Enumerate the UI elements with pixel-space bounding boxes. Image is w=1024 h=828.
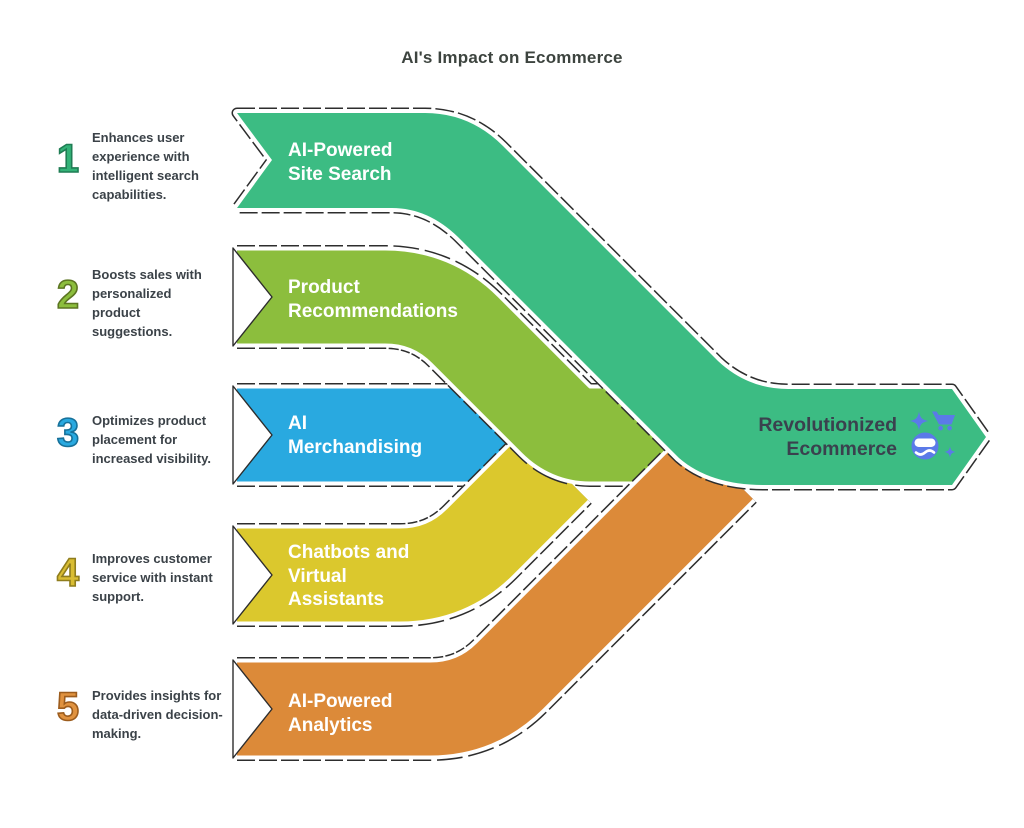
step-3-number: 3 bbox=[56, 411, 80, 455]
ribbon-1-label: AI-Powered Site Search bbox=[288, 140, 393, 185]
ribbon-chatbots bbox=[232, 430, 592, 627]
ribbon-4-tail-notch bbox=[232, 525, 273, 625]
ribbon-2-label: Product Recommendations bbox=[288, 277, 458, 322]
ribbon-analytics bbox=[232, 429, 757, 761]
ribbon-5-tail-notch bbox=[232, 659, 273, 759]
step-1-description: Enhances user experience with intelligen… bbox=[92, 130, 199, 202]
step-4-description: Improves customer service with instant s… bbox=[92, 551, 213, 604]
ribbon-5-label: AI-Powered Analytics bbox=[288, 691, 393, 736]
result-label: Revolutionized Ecommerce bbox=[758, 414, 897, 460]
ribbon-4-body bbox=[237, 434, 588, 622]
ribbon-site-search-and-result-arrow bbox=[231, 107, 992, 491]
step-2-number: 2 bbox=[56, 273, 80, 317]
ribbon-5-body bbox=[237, 433, 753, 756]
step-5-description: Provides insights for data-driven decisi… bbox=[92, 688, 223, 741]
ribbon-4-label: Chatbots and Virtual Assistants bbox=[288, 542, 410, 610]
step-2-description: Boosts sales with personalized product s… bbox=[92, 267, 202, 339]
step-3-description: Optimizes product placement for increase… bbox=[92, 413, 211, 466]
page-title: AI's Impact on Ecommerce bbox=[401, 48, 623, 67]
ribbon-2-tail-notch bbox=[232, 247, 273, 347]
result-icon-cluster bbox=[909, 411, 956, 460]
robot-face-icon bbox=[911, 432, 939, 460]
ribbon-product-recommendations bbox=[232, 245, 680, 487]
sparkle-icon bbox=[909, 411, 929, 431]
ribbon-3-tail-notch bbox=[232, 385, 273, 485]
ribbon-2-body bbox=[237, 250, 680, 482]
sparkle-small-icon bbox=[944, 446, 956, 458]
step-1-number: 1 bbox=[56, 137, 80, 181]
shopping-cart-icon bbox=[932, 411, 955, 431]
ribbon-3-label: AI Merchandising bbox=[288, 413, 423, 458]
step-5-number: 5 bbox=[56, 685, 80, 729]
step-4-number: 4 bbox=[56, 551, 80, 595]
ribbon-1-body bbox=[237, 113, 986, 485]
